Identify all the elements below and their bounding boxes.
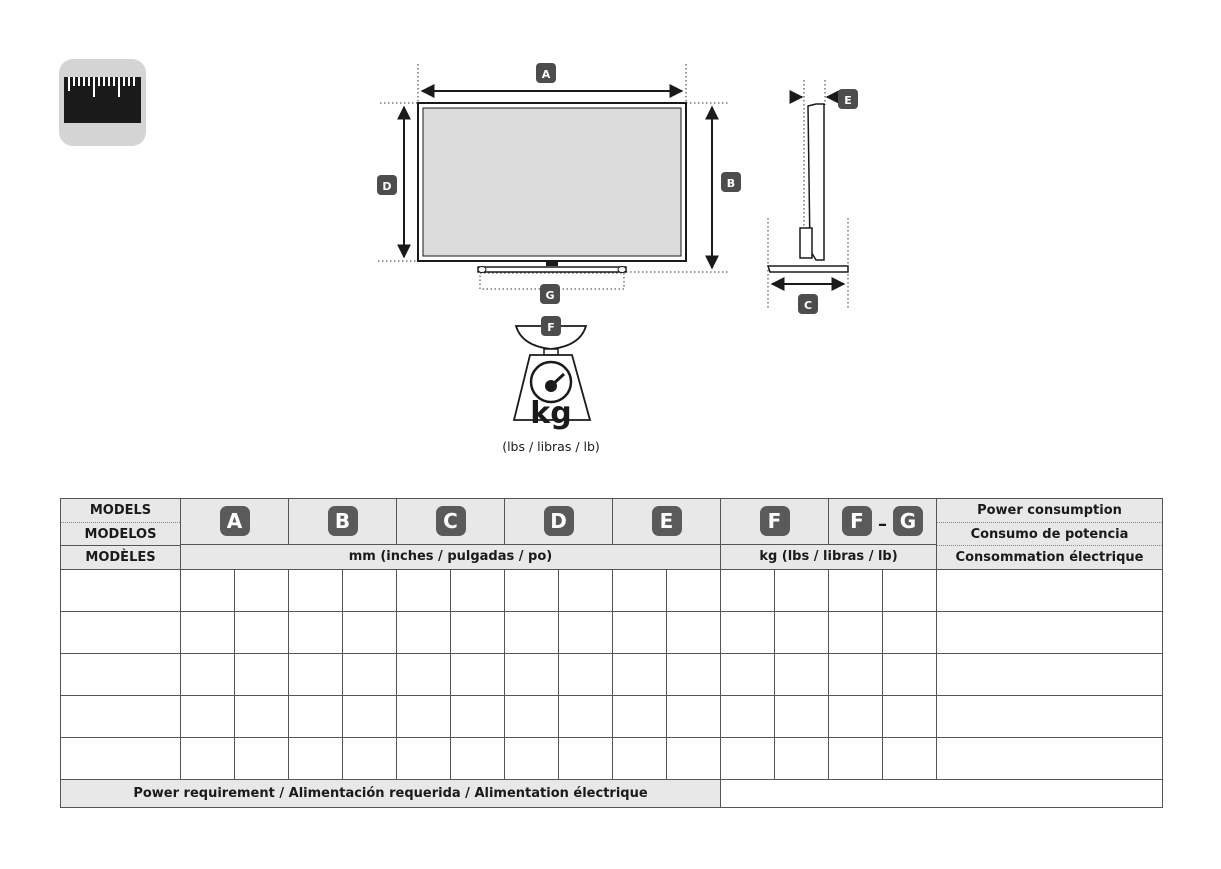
tag-c: C xyxy=(798,294,818,314)
power-requirement-label: Power requirement / Alimentación requeri… xyxy=(60,779,721,808)
dimension-tags: A D B E C G xyxy=(377,63,858,314)
tag-d: D xyxy=(377,175,397,195)
column-e-header: E xyxy=(612,498,721,545)
svg-text:E: E xyxy=(844,94,852,107)
tv-front-view xyxy=(417,102,687,273)
power-label-en: Power consumption xyxy=(977,502,1122,518)
models-label-en: MODELS xyxy=(89,502,152,518)
table-row xyxy=(60,569,1163,612)
column-f-g-header: F–G xyxy=(828,498,937,545)
column-b-header: B xyxy=(288,498,397,545)
column-d-header: D xyxy=(504,498,613,545)
svg-text:D: D xyxy=(382,180,391,193)
svg-text:F: F xyxy=(547,321,555,334)
table-row xyxy=(60,695,1163,738)
tag-f: F xyxy=(541,316,561,336)
weight-scale-icon: F kg (lbs / libras / lb) xyxy=(502,316,600,454)
table-row xyxy=(60,737,1163,780)
column-a-header: A xyxy=(180,498,289,545)
tag-e: E xyxy=(838,89,858,109)
dimension-unit-header: mm (inches / pulgadas / po) xyxy=(180,543,721,571)
power-requirement-value xyxy=(720,779,1163,808)
power-label-es: Consumo de potencia xyxy=(937,521,1162,546)
table-row xyxy=(60,611,1163,654)
tag-b: B xyxy=(721,172,741,192)
ruler-icon xyxy=(59,59,146,146)
svg-text:G: G xyxy=(545,289,554,302)
table-row xyxy=(60,653,1163,696)
power-label-fr: Consommation électrique xyxy=(937,545,1162,569)
column-f-header: F xyxy=(720,498,829,545)
weight-unit-header: kg (lbs / libras / lb) xyxy=(720,543,937,571)
kg-label: kg xyxy=(530,396,571,431)
column-c-header: C xyxy=(396,498,505,545)
dimension-diagram: A D B E C G F kg (lbs / libras / lb) xyxy=(377,63,858,454)
models-label-es: MODELOS xyxy=(61,521,180,546)
weight-units-note: (lbs / libras / lb) xyxy=(502,439,600,454)
specification-table: MODELS MODELOS MODÈLES A B C D E F F–G P… xyxy=(60,498,1163,808)
tv-side-view xyxy=(766,103,849,273)
tag-g: G xyxy=(540,284,560,304)
svg-text:A: A xyxy=(542,68,551,81)
tag-a: A xyxy=(536,63,556,83)
power-consumption-header: Power consumption Consumo de potencia Co… xyxy=(936,498,1163,570)
svg-text:C: C xyxy=(804,299,812,312)
models-label-fr: MODÈLES xyxy=(61,545,180,569)
models-header: MODELS MODELOS MODÈLES xyxy=(60,498,181,570)
svg-text:B: B xyxy=(727,177,735,190)
